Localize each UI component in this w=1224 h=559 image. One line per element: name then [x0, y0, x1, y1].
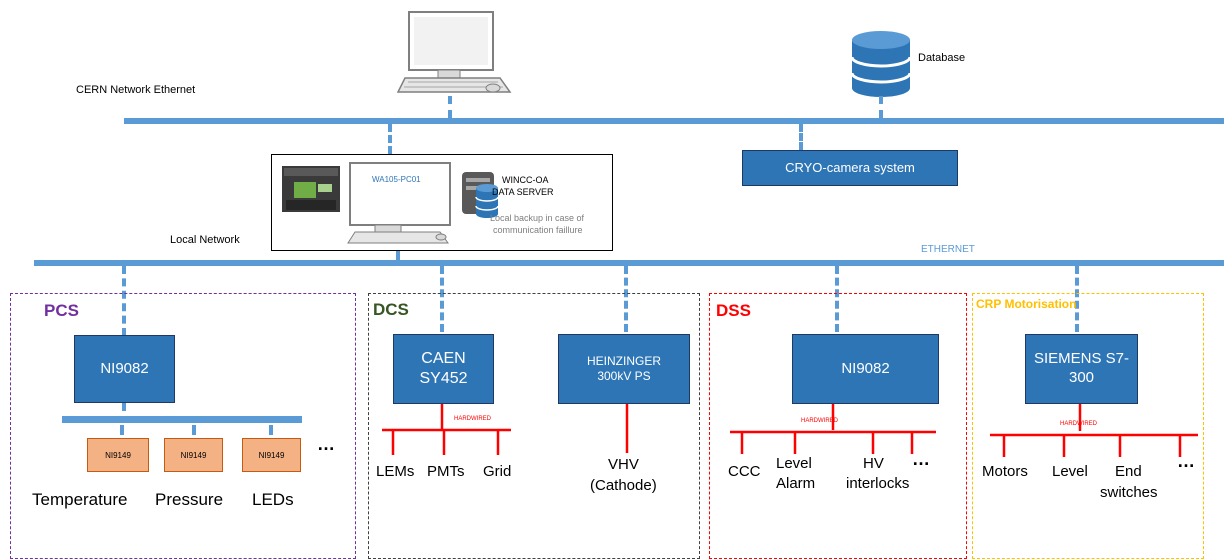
- dss-output-hv-line1: HV: [863, 455, 884, 472]
- pcs-output-pressure: Pressure: [155, 490, 224, 509]
- pcs-region: [10, 293, 356, 559]
- pcs-module-1-label: NI9149: [105, 450, 131, 460]
- pc-monitor-icon: [347, 162, 451, 244]
- dss-controller-label: NI9082: [841, 359, 890, 377]
- dss-drop: [835, 266, 839, 332]
- dss-output-level-line1: Level: [776, 455, 812, 472]
- backup-note-line2: communication faillure: [493, 225, 583, 235]
- dss-controller: NI9082: [792, 334, 939, 404]
- cryo-camera-node: CRYO-camera system: [742, 150, 958, 186]
- database-label: Database: [918, 52, 966, 64]
- pcs-drop: [122, 266, 126, 336]
- heinzinger-line2: 300kV PS: [597, 369, 651, 383]
- dss-title: DSS: [716, 301, 751, 320]
- dss-output-ccc: CCC: [728, 463, 761, 480]
- pcs-title: PCS: [44, 301, 79, 320]
- crp-hardwired-label: HARDWIRED: [1060, 421, 1097, 427]
- dcs-hardwired-label: HARDWIRED: [454, 416, 491, 422]
- pcs-module-bus: [62, 416, 302, 423]
- crp-hardwired-lines: [990, 403, 1198, 457]
- database-icon: [850, 31, 912, 97]
- data-server-icon: [462, 172, 499, 218]
- server-title-line2: DATA SERVER: [492, 187, 554, 197]
- computer-icon: [396, 11, 512, 93]
- server-up-drop: [388, 124, 392, 154]
- dcs-heinzinger-drop: [624, 266, 628, 332]
- dss-hardwired-lines: [730, 403, 936, 454]
- dcs-hardwired-lines: [382, 403, 629, 455]
- pcs-module-1: NI9149: [87, 438, 149, 472]
- pcs-module-2: NI9149: [164, 438, 223, 472]
- local-network-bus: [34, 260, 1224, 266]
- crp-output-end-line2: switches: [1100, 484, 1158, 501]
- dcs-output-vhv-line2: (Cathode): [590, 477, 657, 494]
- caen-line2: SY452: [419, 370, 468, 387]
- crp-drop: [1075, 266, 1079, 332]
- dss-hardwired-label: HARDWIRED: [801, 418, 838, 424]
- cryo-drop: [799, 124, 803, 150]
- crp-ellipsis: …: [1177, 451, 1195, 471]
- caen-line1: CAEN: [421, 350, 466, 367]
- local-network-label: Local Network: [170, 234, 240, 246]
- dss-output-hv-line2: interlocks: [846, 475, 910, 492]
- dcs-title: DCS: [373, 300, 409, 319]
- crp-controller-line2: 300: [1068, 369, 1095, 386]
- heinzinger-controller: HEINZINGER 300kV PS: [558, 334, 690, 404]
- control-screen-icon: [282, 166, 340, 212]
- crp-output-end-line1: End: [1115, 463, 1142, 480]
- dcs-region: [368, 293, 700, 559]
- dcs-output-grid: Grid: [483, 463, 512, 480]
- heinzinger-line1: HEINZINGER: [586, 354, 661, 368]
- pc-label: WA105-PC01: [372, 175, 421, 184]
- pcs-output-leds: LEDs: [252, 490, 294, 509]
- database-drop: [879, 96, 883, 118]
- crp-controller: SIEMENS S7- 300: [1025, 334, 1138, 404]
- cern-network-bus: [124, 118, 1224, 124]
- wincc-server-box: [271, 154, 613, 251]
- server-title-line1: WINCC-OA: [502, 175, 549, 185]
- pcs-module-2-label: NI9149: [180, 450, 207, 460]
- cryo-camera-label: CRYO-camera system: [785, 159, 915, 175]
- crp-output-level: Level: [1052, 463, 1088, 480]
- backup-note-line1: Local backup in case of: [490, 213, 585, 223]
- dcs-output-vhv-line1: VHV: [608, 456, 639, 473]
- crp-output-motors: Motors: [982, 463, 1028, 480]
- pcs-output-temperature: Temperature: [32, 490, 128, 509]
- pcs-controller: NI9082: [74, 335, 175, 403]
- crp-title: CRP Motorisation: [976, 297, 1077, 311]
- server-down-drop: [396, 250, 400, 262]
- pcs-ellipsis: …: [317, 434, 335, 454]
- dss-region: [709, 293, 967, 559]
- ethernet-label: ETHERNET: [921, 244, 975, 255]
- pcs-module-3-label: NI9149: [258, 450, 285, 460]
- dcs-output-pmts: PMTs: [427, 463, 465, 480]
- dcs-output-lems: LEMs: [376, 463, 415, 480]
- crp-controller-line1: SIEMENS S7-: [1033, 350, 1130, 368]
- dss-ellipsis: …: [912, 449, 930, 469]
- dcs-caen-drop: [440, 266, 444, 332]
- computer-drop: [448, 96, 452, 118]
- pcs-module-3: NI9149: [242, 438, 301, 472]
- pcs-controller-label: NI9082: [100, 359, 149, 377]
- cern-network-label: CERN Network Ethernet: [76, 84, 196, 96]
- dss-output-level-line2: Alarm: [776, 475, 816, 492]
- caen-controller: CAEN SY452: [393, 334, 494, 404]
